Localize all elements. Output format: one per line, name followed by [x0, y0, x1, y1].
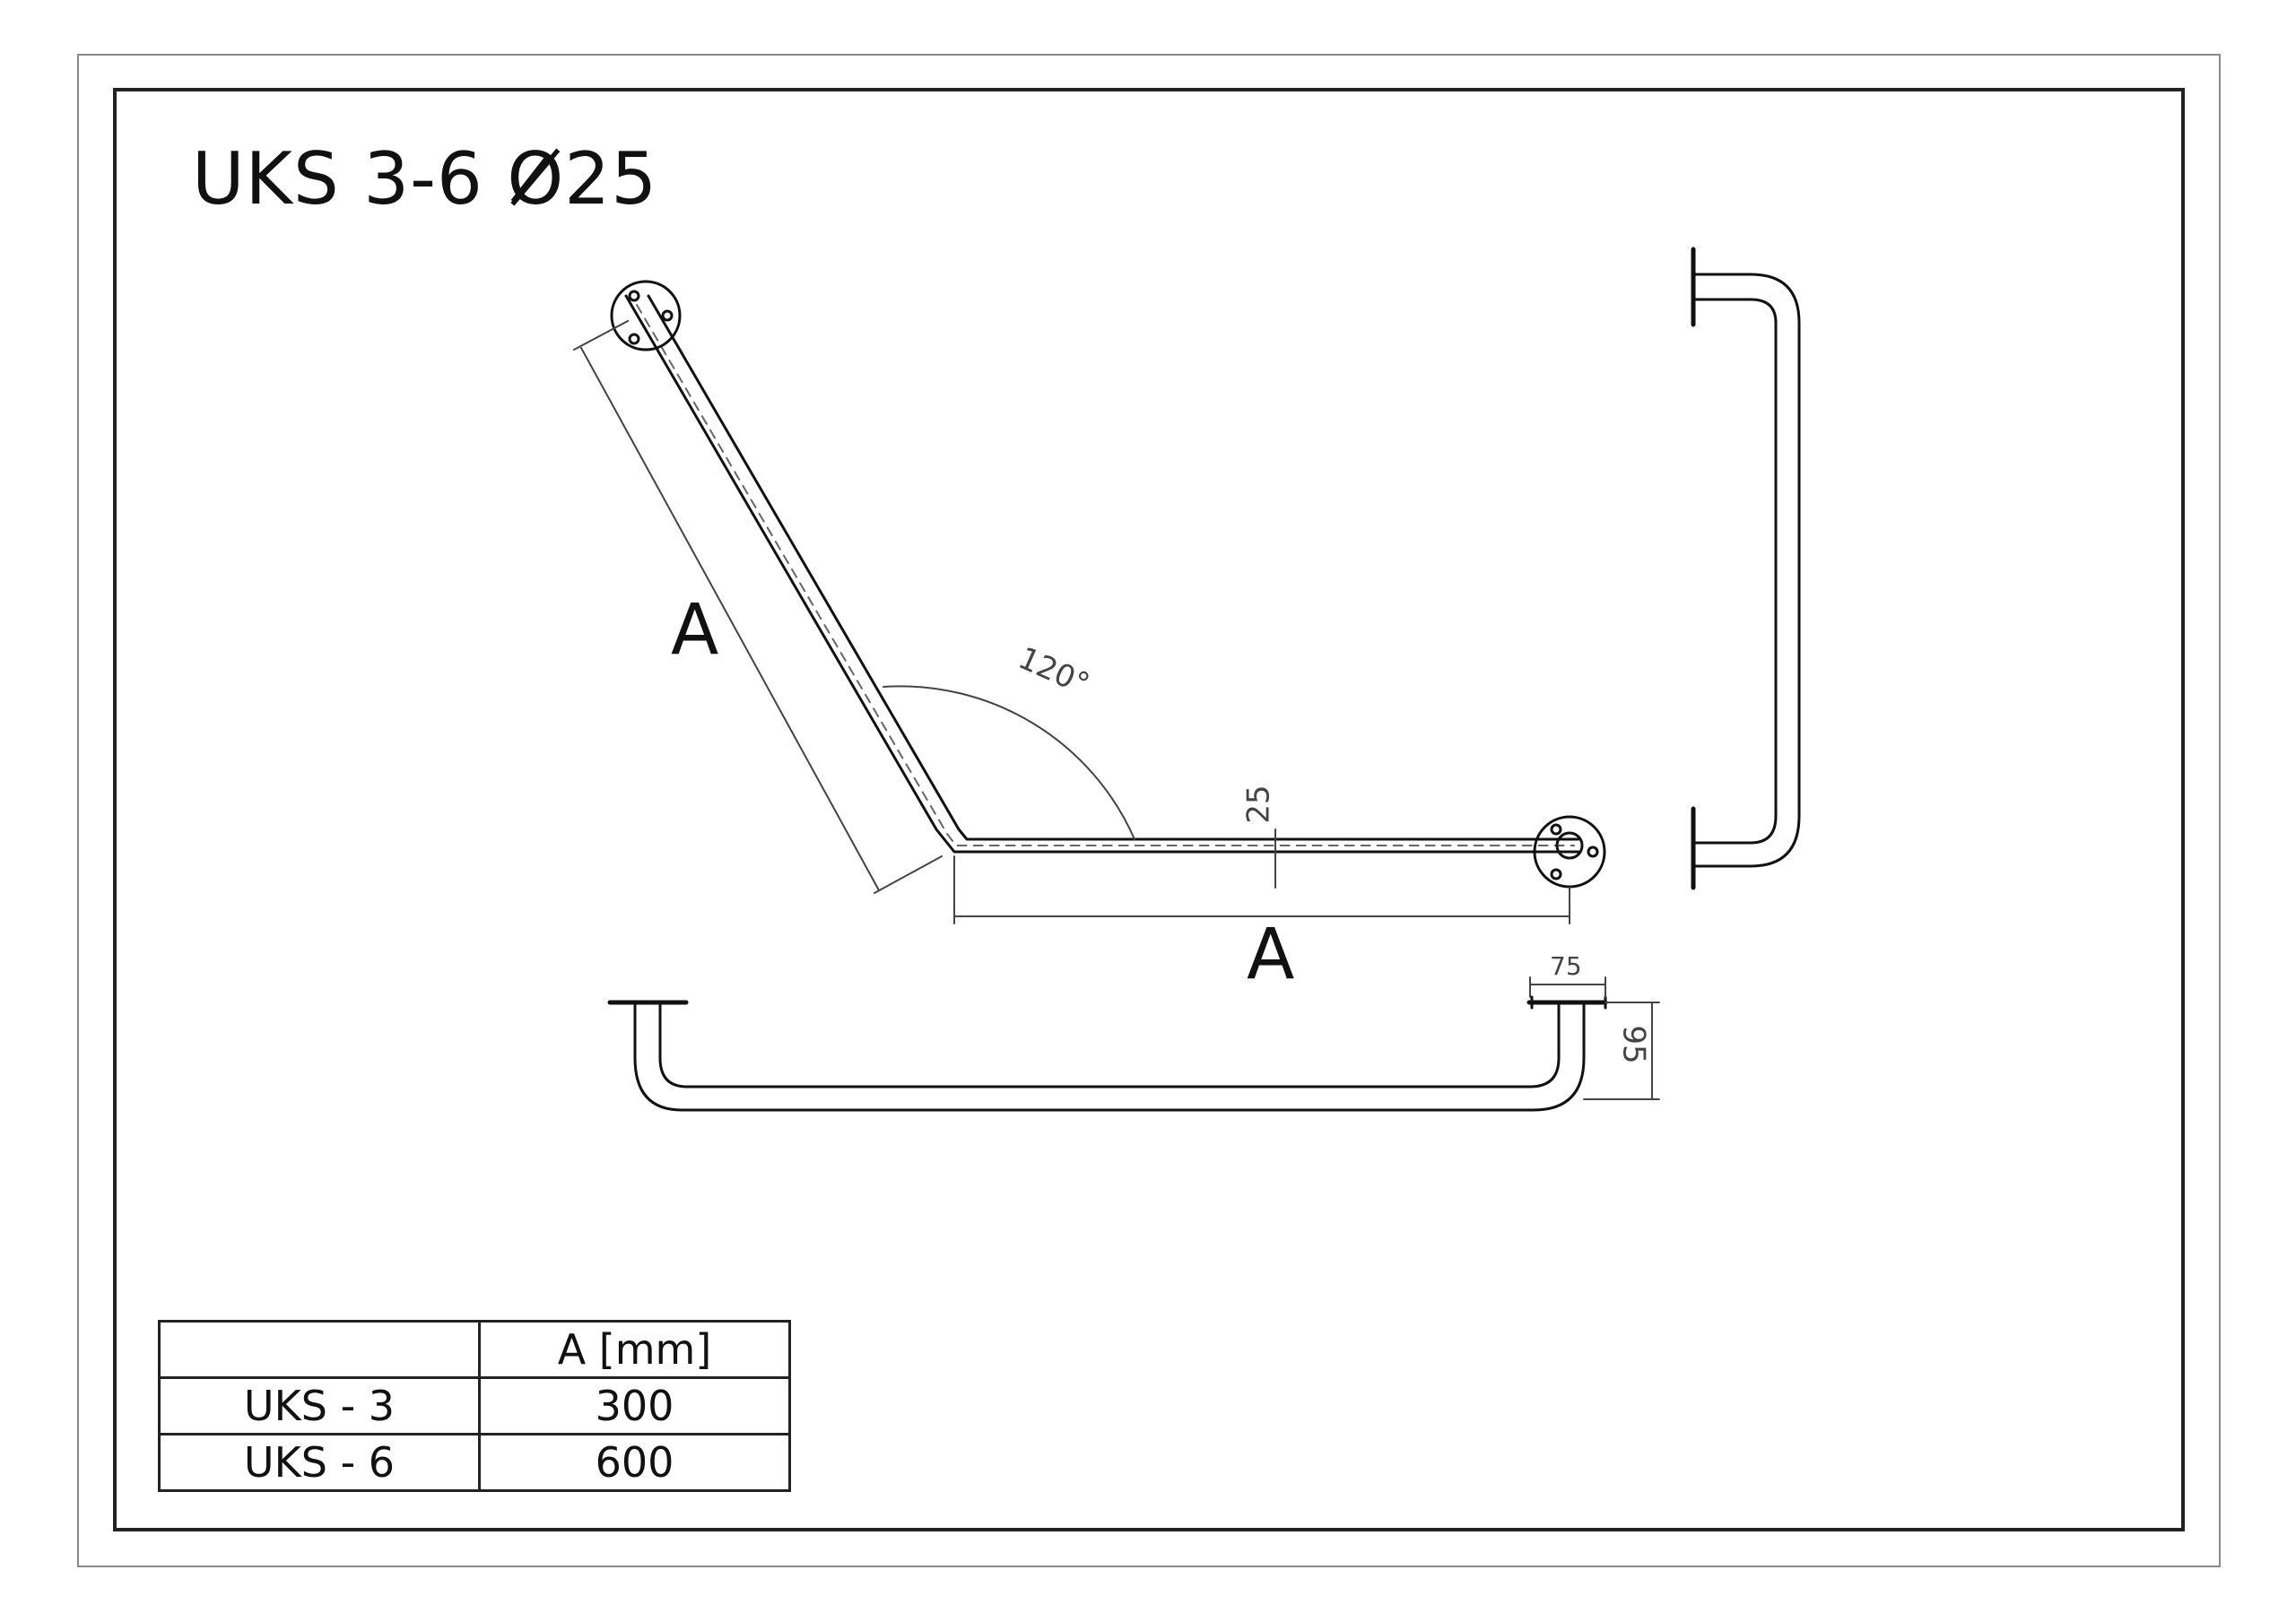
- top-plate-pin-2: [661, 309, 674, 322]
- top-plate-pin-3: [628, 333, 640, 345]
- bottom-plate-pin-2: [1587, 846, 1599, 858]
- table-cell-model: UKS - 3: [158, 1376, 481, 1436]
- tube-diameter-label: 25: [1240, 785, 1277, 824]
- table-cell-a-value: 600: [478, 1433, 791, 1492]
- top-view-dimensions: [1529, 976, 1660, 1100]
- angle-arc: [883, 685, 1135, 840]
- side-view-bar-outer: [1692, 273, 1801, 868]
- title-diameter-symbol: Ø: [507, 137, 565, 221]
- angled-grab-bar-front-view: [610, 280, 1606, 889]
- inner-frame: [113, 88, 2185, 1531]
- title-diameter-value: 25: [564, 137, 658, 221]
- table-cell-model: UKS - 6: [158, 1433, 481, 1492]
- table-header-cell-2: A [mm]: [478, 1320, 791, 1379]
- outer-frame: [77, 54, 2221, 1567]
- dim-a-diagonal-line: [580, 347, 880, 891]
- table-row: UKS - 3 300: [158, 1376, 791, 1436]
- bottom-plate-pin-1: [1550, 823, 1562, 836]
- top-plate-pin-1: [628, 290, 640, 302]
- depth-label: 95: [1615, 1025, 1652, 1064]
- plate-offset-label: 75: [1550, 951, 1582, 981]
- size-table: A [mm] UKS - 3 300 UKS - 6 600: [158, 1320, 791, 1492]
- side-view-bar-inner: [1692, 298, 1778, 845]
- dim-a-diagonal-ext-bottom: [874, 855, 943, 894]
- drawing-title: UKS 3-6 Ø25: [192, 143, 657, 215]
- bottom-plate-pin-3: [1550, 868, 1562, 880]
- table-row: UKS - 6 600: [158, 1433, 791, 1492]
- bar-centerline: [636, 304, 1575, 846]
- dim-a-diagonal-ext-top: [573, 320, 629, 351]
- grab-bar-top-view: [607, 995, 1608, 1112]
- bar-outer-edge: [624, 294, 1580, 854]
- top-view-bar-outer: [633, 1001, 1586, 1112]
- top-view-bar-inner: [658, 1001, 1561, 1089]
- dim-a-horizontal-label: A: [1247, 915, 1295, 995]
- title-model: UKS 3-6: [192, 137, 483, 221]
- top-wall-plate: [610, 280, 682, 351]
- grab-bar-side-view: [1691, 247, 1801, 890]
- dimension-lines: [573, 320, 1570, 924]
- table-header-row: A [mm]: [158, 1320, 791, 1379]
- dim-a-diagonal-label: A: [671, 590, 719, 671]
- table-header-cell-1: [158, 1320, 481, 1379]
- bottom-plate-hub: [1555, 831, 1584, 860]
- table-cell-a-value: 300: [478, 1376, 791, 1436]
- bar-inner-edge: [647, 294, 1580, 841]
